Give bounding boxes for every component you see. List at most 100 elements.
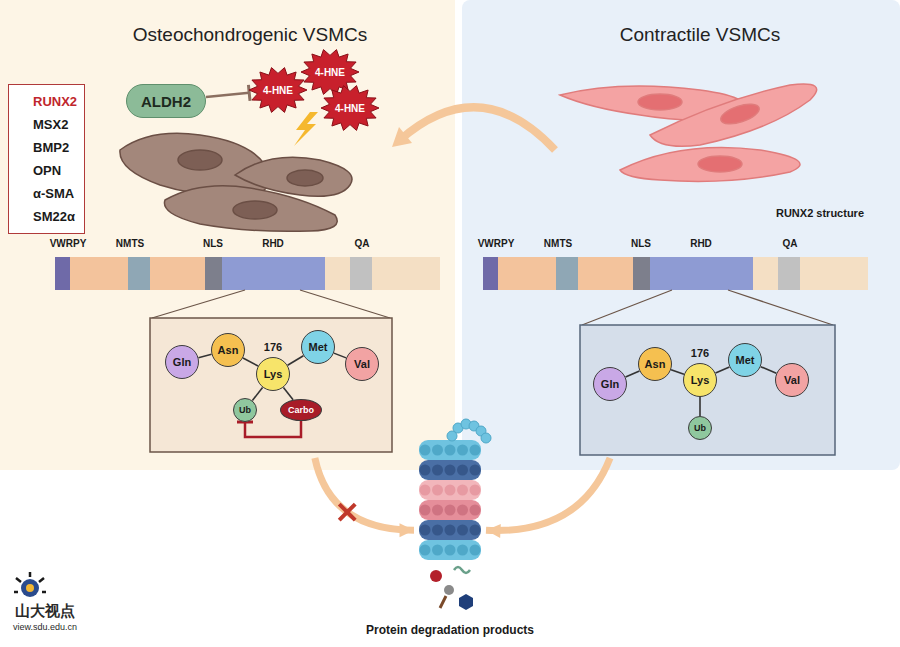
proteasome xyxy=(419,419,491,560)
subunit xyxy=(470,485,481,496)
subunit xyxy=(420,465,431,476)
domain-segment xyxy=(778,257,800,290)
node-text: Gln xyxy=(173,356,191,368)
lightning xyxy=(294,112,318,146)
connector-line xyxy=(761,367,777,374)
domain-segment xyxy=(70,257,128,290)
domain-segment xyxy=(205,257,222,290)
carbonyl-mark: Carbo xyxy=(280,399,322,421)
residue-circle: Gln xyxy=(165,345,199,379)
subunit xyxy=(457,445,468,456)
residue-circle: Val xyxy=(345,347,379,381)
aldehyde-star: 4-HNE xyxy=(301,49,359,95)
domain-segment xyxy=(753,257,778,290)
connector xyxy=(288,356,304,366)
connector-line xyxy=(252,387,262,400)
node-text: 4-HNE xyxy=(335,103,365,114)
domain-segment xyxy=(650,257,753,290)
subunit xyxy=(432,485,443,496)
subunit xyxy=(420,525,431,536)
proteasome-ring xyxy=(419,440,481,460)
subunit xyxy=(457,465,468,476)
connector-line xyxy=(315,458,414,530)
unfolded-chain xyxy=(481,433,491,443)
subunit xyxy=(432,545,443,556)
connector xyxy=(716,367,730,373)
subunit xyxy=(445,445,456,456)
domain-segment xyxy=(498,257,556,290)
proteasome-node: Protein degradation products xyxy=(414,425,486,613)
connector-line xyxy=(243,358,258,366)
domain-label: RHD xyxy=(262,238,284,249)
domain-segment xyxy=(483,257,498,290)
cell-panel: Osteochondrogenic VSMCsRUNX2MSX2BMP2OPNα… xyxy=(0,0,455,470)
block-mark xyxy=(339,504,355,520)
node-text: Contractile VSMCs xyxy=(620,24,781,46)
connector xyxy=(315,458,414,537)
connector xyxy=(626,371,640,377)
node-text: RUNX2 xyxy=(33,90,77,113)
arrow-head xyxy=(486,524,501,538)
domain-label: NLS xyxy=(203,238,223,249)
inhibition-bar xyxy=(248,85,250,101)
panel-ground xyxy=(0,0,455,470)
subunit xyxy=(445,525,456,536)
residue-circle: Ub xyxy=(688,416,712,440)
connector xyxy=(243,358,258,366)
connector xyxy=(671,370,684,375)
node-text: Ub xyxy=(694,423,706,433)
domain-label: QA xyxy=(355,238,370,249)
domain-segment xyxy=(578,257,633,290)
node-text: Protein degradation products xyxy=(366,623,534,637)
proteasome-ring xyxy=(419,520,481,540)
aldehyde-star: 4-HNE xyxy=(249,67,307,113)
domain-segment xyxy=(350,257,372,290)
subunit xyxy=(432,525,443,536)
connector-line xyxy=(334,353,346,358)
domain-segment xyxy=(222,257,325,290)
connector xyxy=(198,354,211,357)
domain-segment xyxy=(325,257,350,290)
proteasome-ring xyxy=(419,500,481,520)
proteasome-ring xyxy=(419,460,481,480)
connector-line xyxy=(198,354,211,357)
node-text: α-SMA xyxy=(33,182,77,205)
node-text: Val xyxy=(354,358,370,370)
connector-line xyxy=(716,367,730,373)
aldehyde-star: 4-HNE xyxy=(321,85,379,131)
node-text: 176 xyxy=(264,341,282,353)
node-text: OPN xyxy=(33,159,77,182)
node-text: 176 xyxy=(691,347,709,359)
connector-line xyxy=(626,371,640,377)
node-text: Val xyxy=(784,374,800,386)
inset-box xyxy=(580,325,835,455)
watermark-logo xyxy=(14,572,46,597)
domain-segment xyxy=(150,257,205,290)
connector-line xyxy=(671,370,684,375)
subunit xyxy=(432,445,443,456)
node-text: Lys xyxy=(264,368,283,380)
arrow-head xyxy=(399,523,414,537)
subunit xyxy=(420,545,431,556)
node-text: Ub xyxy=(239,405,251,415)
node-text: BMP2 xyxy=(33,136,77,159)
enzyme-pill: ALDH2 xyxy=(126,84,206,118)
domain-segment xyxy=(556,257,578,290)
subunit xyxy=(457,505,468,516)
domain-segment xyxy=(372,257,440,290)
residue-circle: Gln xyxy=(593,367,627,401)
residue-circle: 176Lys xyxy=(683,363,717,397)
node-text: Lys xyxy=(691,374,710,386)
residue-circle: Asn xyxy=(638,347,672,381)
subunit xyxy=(470,465,481,476)
proteasome-ring xyxy=(419,540,481,560)
node-text: Met xyxy=(309,341,328,353)
connector xyxy=(700,397,701,416)
watermark: view.sdu.edu.cn xyxy=(13,622,77,632)
connector-line xyxy=(288,356,304,366)
connector-line xyxy=(283,387,293,399)
transition-arrow-head xyxy=(392,127,412,147)
subunit xyxy=(470,545,481,556)
transition-arrow xyxy=(400,107,555,150)
domain-label: NLS xyxy=(631,238,651,249)
